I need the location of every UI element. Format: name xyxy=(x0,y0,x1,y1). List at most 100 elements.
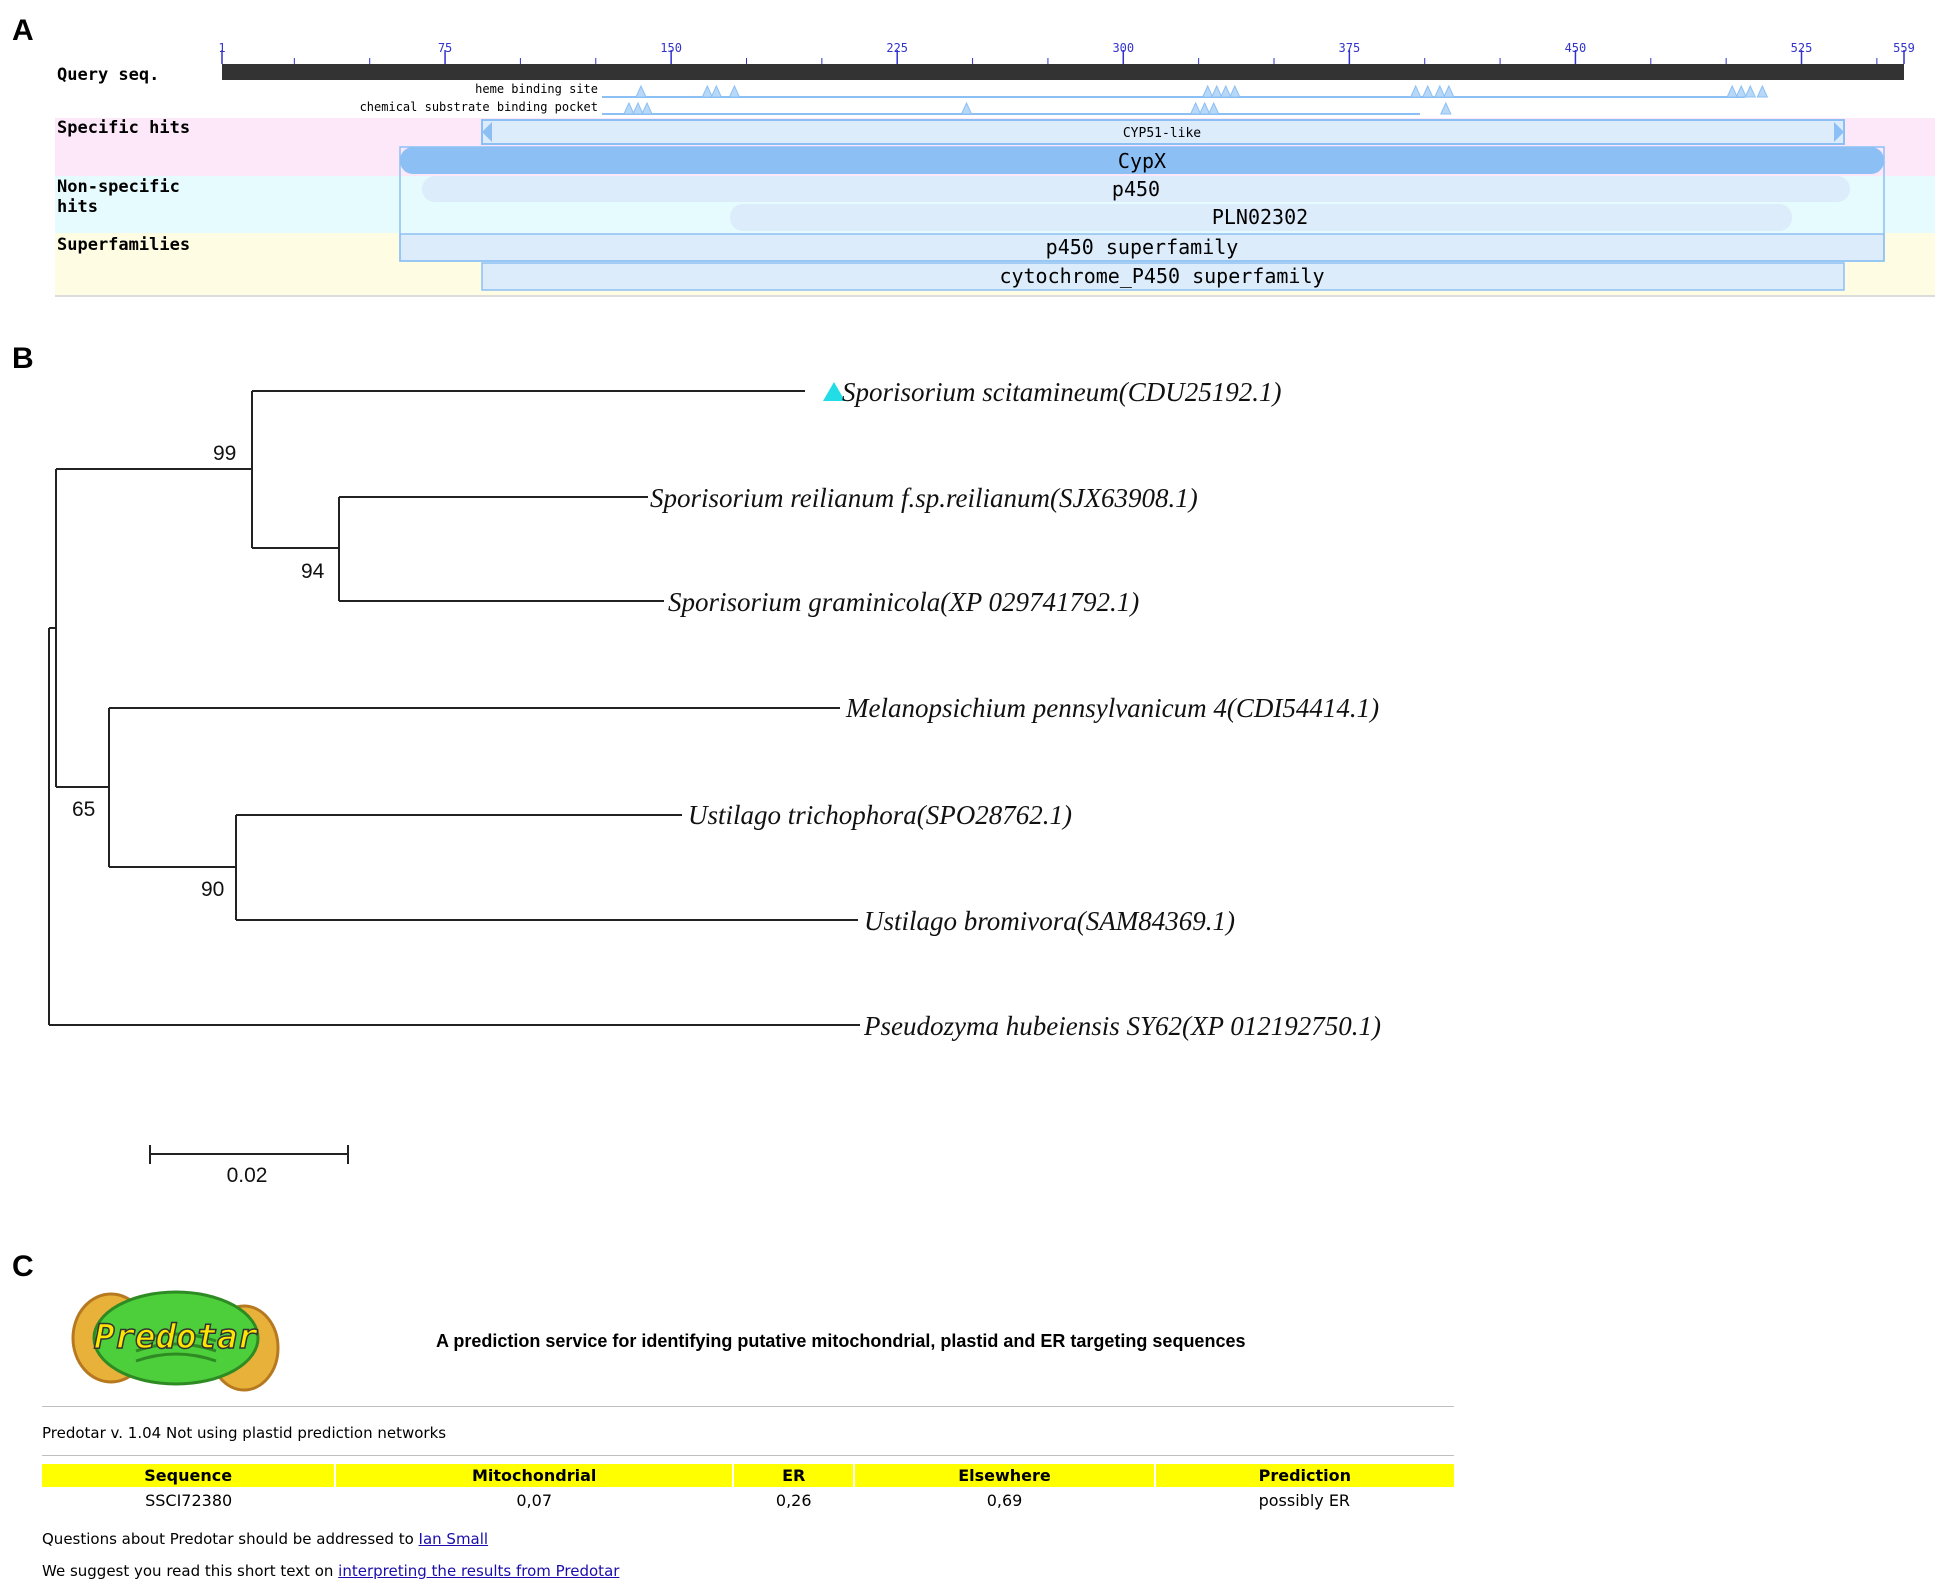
site-marker xyxy=(635,84,647,98)
pln02302-bar[interactable] xyxy=(730,204,1792,231)
prediction-table: Sequence Mitochondrial ER Elsewhere Pred… xyxy=(42,1464,1454,1514)
ruler-tick-label: 375 xyxy=(1339,41,1361,55)
cytochrome-p450-superfamily-bar[interactable] xyxy=(481,262,1845,291)
divider xyxy=(42,1406,1454,1407)
query-seq-label: Query seq. xyxy=(57,65,159,85)
site-marker xyxy=(1726,84,1738,98)
column-header: ER xyxy=(732,1464,855,1487)
ruler-tick-label: 1 xyxy=(218,41,225,55)
site-marker xyxy=(1440,101,1452,115)
site-marker xyxy=(701,84,714,98)
site-marker xyxy=(632,101,644,115)
column-header: Mitochondrial xyxy=(334,1464,734,1487)
cypx-label: CypX xyxy=(1118,149,1166,173)
table-cell: 0,07 xyxy=(516,1491,552,1510)
site-marker xyxy=(1198,101,1211,115)
site-marker xyxy=(1229,84,1241,98)
tree-branches xyxy=(48,390,860,1026)
p450-superfamily-label: p450 superfamily xyxy=(1046,235,1239,259)
table-cell: SSCI72380 xyxy=(145,1491,233,1510)
domain-graphic-svg: Query seq. Specific hits Non-specific hi… xyxy=(55,41,1935,297)
pln02302-label: PLN02302 xyxy=(1212,205,1308,229)
site-marker xyxy=(1201,84,1214,98)
position-ruler: 1 75 150 225 300 375 450 525 559 xyxy=(218,41,1915,64)
taxon-label: Sporisorium graminicola(XP 029741792.1) xyxy=(668,587,1139,617)
specific-hits-label: Specific hits xyxy=(57,118,190,138)
site-marker xyxy=(1219,84,1232,98)
predotar-version: Predotar v. 1.04 Not using plastid predi… xyxy=(42,1424,447,1442)
tree-svg: Sporisorium scitamineum(CDU25192.1) Spor… xyxy=(48,377,1381,1187)
suggest-text: We suggest you read this short text on xyxy=(42,1562,339,1580)
logo-text: Predotar xyxy=(94,1317,258,1357)
bootstrap-value: 99 xyxy=(213,442,236,465)
site-marker xyxy=(960,101,973,115)
taxon-label: Melanopsichium pennsylvanicum 4(CDI54414… xyxy=(845,693,1379,723)
site-marker xyxy=(710,84,723,98)
ian-small-link[interactable]: Ian Small xyxy=(418,1530,489,1548)
query-sequence-bar xyxy=(222,64,1904,80)
panel-b-letter: B xyxy=(12,342,34,375)
ruler-tick-label: 450 xyxy=(1565,41,1587,55)
site-marker xyxy=(1207,101,1220,115)
site-marker xyxy=(1756,84,1769,98)
site-marker xyxy=(1443,84,1455,98)
chem-site-label: chemical substrate binding pocket xyxy=(360,100,598,114)
ruler-tick-label: 559 xyxy=(1893,41,1915,55)
questions-text: Questions about Predotar should be addre… xyxy=(42,1530,419,1548)
cytochrome-p450-superfamily-label: cytochrome_P450 superfamily xyxy=(999,264,1324,288)
panel-a-letter: A xyxy=(12,14,34,47)
nonspecific-hits-label-1: Non-specific xyxy=(57,177,180,197)
bootstrap-value: 94 xyxy=(301,560,325,583)
panel-c-predotar: C Predotar A prediction service for iden… xyxy=(0,1240,1937,1583)
taxon-label: Ustilago bromivora(SAM84369.1) xyxy=(864,906,1235,936)
panel-a-domain-graphic: A Query seq. Specific hits Non-specific … xyxy=(0,0,1937,310)
ruler-tick-label: 150 xyxy=(660,41,682,55)
cyp51-like-bar[interactable] xyxy=(481,119,1845,145)
p450-bar[interactable] xyxy=(422,176,1850,202)
column-header: Sequence xyxy=(42,1464,336,1487)
questions-line: Questions about Predotar should be addre… xyxy=(42,1530,488,1548)
site-marker xyxy=(1409,84,1422,98)
site-marker xyxy=(1434,84,1446,98)
ruler-tick-label: 525 xyxy=(1791,41,1813,55)
column-header: Prediction xyxy=(1153,1464,1454,1487)
predotar-title: A prediction service for identifying put… xyxy=(436,1331,1246,1351)
ruler-tick-label: 75 xyxy=(438,41,452,55)
site-marker xyxy=(1189,101,1202,115)
bootstrap-value: 65 xyxy=(72,798,95,821)
cyp51-like-label: CYP51-like xyxy=(1123,126,1201,141)
binding-site-markers xyxy=(623,84,1769,115)
taxon-label: Sporisorium reilianum f.sp.reilianum(SJX… xyxy=(650,483,1198,513)
taxon-label: Sporisorium scitamineum(CDU25192.1) xyxy=(842,377,1282,407)
scale-bar xyxy=(149,1145,349,1164)
site-marker xyxy=(1735,84,1748,98)
site-marker xyxy=(1210,84,1223,98)
heme-site-label: heme binding site xyxy=(475,82,598,96)
site-marker xyxy=(728,84,741,98)
taxon-label: Pseudozyma hubeiensis SY62(XP 012192750.… xyxy=(863,1011,1381,1041)
taxon-label: Ustilago trichophora(SPO28762.1) xyxy=(688,800,1072,830)
nonspecific-hits-label-2: hits xyxy=(57,197,98,217)
cypx-bar[interactable] xyxy=(400,147,1884,174)
ruler-tick-label: 225 xyxy=(886,41,908,55)
suggest-line: We suggest you read this short text on i… xyxy=(42,1562,619,1580)
panel-b-phylogenetic-tree: B Sporisorium scitamineum(CDU xyxy=(0,330,1937,1230)
bootstrap-value: 90 xyxy=(201,878,224,901)
table-header-row: Sequence Mitochondrial ER Elsewhere Pred… xyxy=(42,1464,1454,1487)
site-marker xyxy=(623,101,635,115)
table-cell: 0,26 xyxy=(775,1491,812,1510)
divider xyxy=(42,1455,1454,1456)
predotar-logo: Predotar xyxy=(71,1290,280,1392)
site-marker xyxy=(641,101,653,115)
interpreting-results-link[interactable]: interpreting the results from Predotar xyxy=(338,1562,620,1580)
table-row: SSCI72380 0,07 0,26 0,69 possibly ER xyxy=(42,1487,1454,1514)
table-cell: 0,69 xyxy=(986,1491,1023,1510)
column-header: Elsewhere xyxy=(853,1464,1155,1487)
ruler-tick-label: 300 xyxy=(1112,41,1134,55)
table-cell: possibly ER xyxy=(1258,1491,1351,1510)
site-marker xyxy=(1744,84,1757,98)
superfamilies-label: Superfamilies xyxy=(57,235,190,255)
panel-c-letter: C xyxy=(12,1250,34,1283)
query-marker-triangle-icon xyxy=(823,382,845,401)
p450-label: p450 xyxy=(1112,177,1160,201)
